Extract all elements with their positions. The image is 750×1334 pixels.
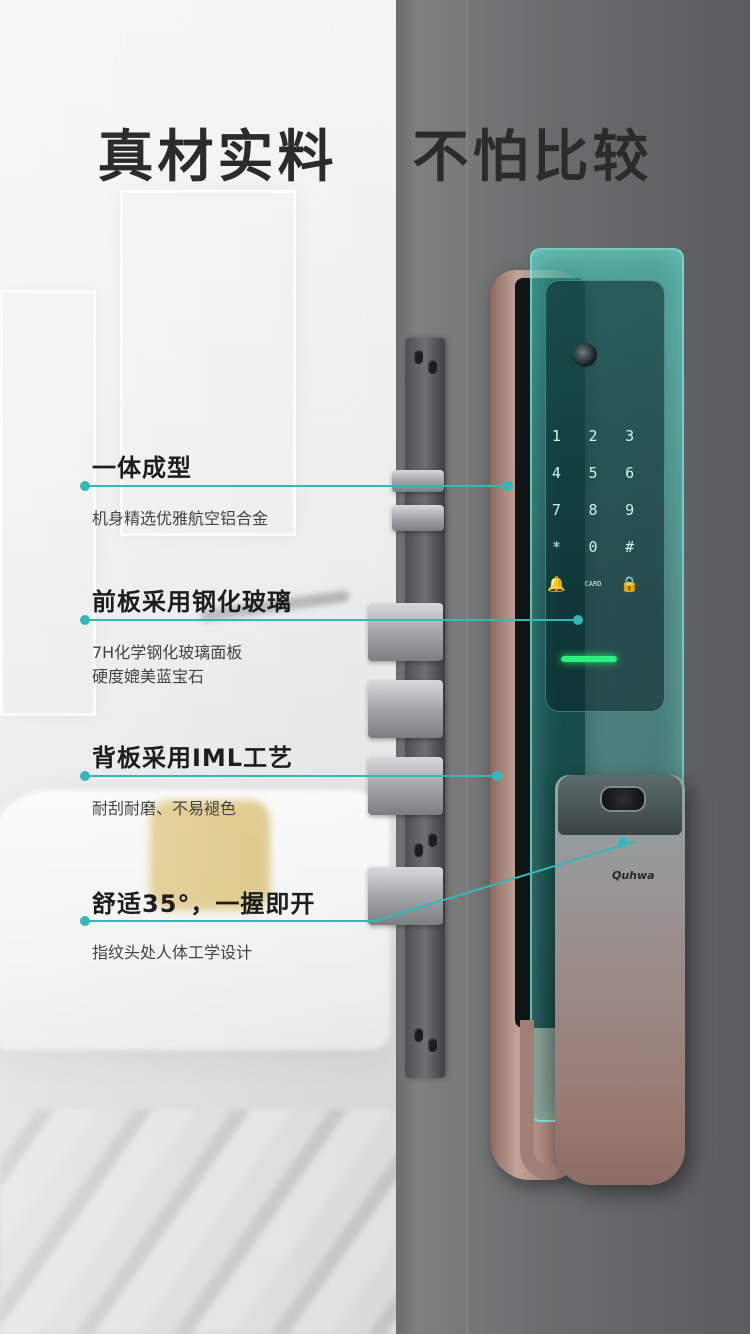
card-label: CARD [584,580,602,588]
callout-dot [80,481,90,491]
callout-dot [80,771,90,781]
callout-dot [492,771,502,781]
dead-bolt [368,757,443,815]
feature-heading: 前板采用钢化玻璃 [92,588,292,616]
keypad-key[interactable]: 4 [551,464,561,482]
callout-dot [80,916,90,926]
fingerprint-sensor[interactable] [600,786,646,812]
keypad-key[interactable]: 9 [625,501,635,519]
keypad-key[interactable]: 1 [551,427,561,445]
screw [428,1038,437,1052]
dead-bolt [368,603,443,661]
status-led [561,656,617,662]
latch-bolt [392,470,444,492]
dead-bolt [368,680,443,738]
pillow [150,800,270,910]
keypad-key[interactable]: 5 [588,464,598,482]
callout-dot [618,837,628,847]
keypad-key[interactable]: 0 [588,538,598,556]
screw [414,843,423,857]
page-title: 真材实料 不怕比较 [0,112,750,193]
feature-desc: 机身精选优雅航空铝合金 [92,509,269,528]
bell-icon[interactable]: 🔔 [546,575,566,593]
camera-icon [573,343,597,367]
rug [0,1110,420,1334]
feature-desc-line: 硬度媲美蓝宝石 [92,667,205,686]
keypad-key[interactable]: 8 [588,501,598,519]
keypad-key[interactable]: # [625,538,635,556]
callout-dot [573,615,583,625]
screw [428,360,437,374]
background-fade [0,0,420,1334]
wall-panel [120,190,296,536]
feature-heading: 背板采用IML工艺 [92,744,294,772]
callout-line [85,619,578,621]
latch-bolt [392,505,444,531]
feature-one-piece: 一体成型 机身精选优雅航空铝合金 [92,448,268,531]
callout-line [85,775,497,777]
feature-tempered-glass: 前板采用钢化玻璃 7H化学钢化玻璃面板 硬度媲美蓝宝石 [92,582,292,689]
callout-dot [503,481,513,491]
brand-logo: Quhwa [612,869,655,882]
callout-dot [80,615,90,625]
callout-line [85,920,375,922]
feature-desc: 耐刮耐磨、不易褪色 [92,799,237,818]
keypad: 1 2 3 4 5 6 7 8 9 * 0 # 🔔 CARD 🔒 [538,425,648,595]
feature-desc: 指纹头处人体工学设计 [92,943,253,962]
feature-desc: 7H化学钢化玻璃面板 硬度媲美蓝宝石 [92,641,292,689]
dead-bolt [368,867,443,925]
feature-heading: 一体成型 [92,454,192,482]
glass-display-area [545,280,665,712]
lock-icon[interactable]: 🔒 [620,575,639,593]
wall-panel [0,290,96,716]
keypad-key[interactable]: 6 [625,464,635,482]
screw [414,1028,423,1042]
feature-ergonomic-handle: 舒适35°，一握即开 指纹头处人体工学设计 [92,884,315,965]
keypad-key[interactable]: 7 [551,501,561,519]
title-part-1: 真材实料 [97,125,338,190]
screw [414,350,423,364]
feature-desc-line: 7H化学钢化玻璃面板 [92,643,243,662]
keypad-key[interactable]: 3 [625,427,635,445]
keypad-key[interactable]: 2 [588,427,598,445]
callout-line [85,485,508,487]
feature-heading: 舒适35°，一握即开 [92,890,316,918]
keypad-key[interactable]: * [551,538,561,556]
feature-iml-backplate: 背板采用IML工艺 耐刮耐磨、不易褪色 [92,738,293,821]
screw [428,833,437,847]
title-part-2: 不怕比较 [412,125,653,190]
blurred-living-room-background [0,0,420,1334]
